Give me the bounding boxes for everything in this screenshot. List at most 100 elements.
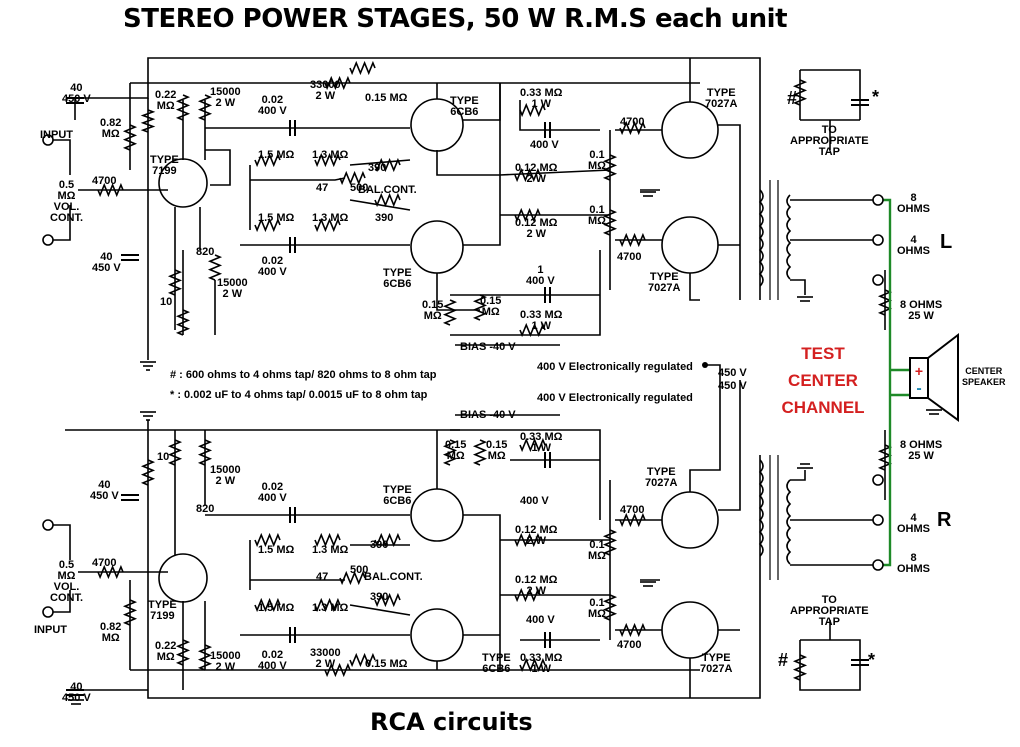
center-speaker-label: CENTER SPEAKER xyxy=(962,366,1006,388)
resistor-symbol xyxy=(97,182,124,198)
top-t7027b-line-2: 7027A xyxy=(648,282,681,294)
top-r10-line-1: 10 xyxy=(160,296,173,308)
top-r4700-in-line-1: 4700 xyxy=(92,175,117,187)
top-r012a-line-1: 0.12 MΩ xyxy=(515,162,558,174)
bottom-r820-label: 820 xyxy=(196,504,214,515)
bottom-r01b-line-1: 0.1 xyxy=(589,597,605,609)
bottom-ohm4-line-2: OHMS xyxy=(897,523,930,535)
output-transformers xyxy=(758,189,792,565)
top-c400b-line-2: 400 V xyxy=(526,275,555,287)
center-speaker-line-1: CENTER xyxy=(965,366,1003,376)
resistor-symbol xyxy=(472,439,488,466)
bottom-r15000a-line-1: 15000 xyxy=(210,464,241,476)
resistor-symbol xyxy=(792,79,808,106)
resistor-symbol xyxy=(374,192,401,208)
top-r13b-line-1: 1.3 MΩ xyxy=(312,212,349,224)
bottom-r390a-line-1: 390 xyxy=(370,539,389,551)
top-c40b-line-1: 40 xyxy=(100,251,113,263)
bottom-r4700b-label: 4700 xyxy=(617,640,641,651)
top-t7199-line-1: TYPE xyxy=(150,154,179,166)
top-vol-line-1: 0.5 xyxy=(58,179,75,191)
resistor-symbol xyxy=(339,170,366,186)
top-r4700b-line-1: 4700 xyxy=(617,251,642,263)
top-r082-line-2: MΩ xyxy=(101,128,120,140)
bottom-c400b-label: 400 V xyxy=(526,615,555,626)
top-bal-line-1: BAL.CONT. xyxy=(358,184,417,196)
top-c40-line-1: 40 xyxy=(70,82,83,94)
top-r4700b-label: 4700 xyxy=(617,252,641,263)
resistor-symbol xyxy=(514,532,541,548)
bottom-r15a-line-1: 1.5 MΩ xyxy=(258,544,295,556)
top-r500-label: 500 xyxy=(350,183,368,194)
bottom-r13a-line-1: 1.3 MΩ xyxy=(312,544,349,556)
bottom-vol-line-2: MΩ xyxy=(57,570,76,582)
bottom-ohm8-line-1: 8 xyxy=(910,552,917,564)
resistor-symbol xyxy=(619,232,646,248)
top-ohm8-line-2: OHMS xyxy=(897,203,930,215)
resistor-symbol xyxy=(167,269,183,296)
top-r033a-line-1: 0.33 MΩ xyxy=(520,87,563,99)
bottom-ohm4-line-1: 4 xyxy=(910,512,917,524)
bottom-r4700-in-line-1: 4700 xyxy=(92,557,117,569)
resistor-symbol xyxy=(175,639,191,666)
resistor-symbol xyxy=(619,120,646,136)
center-speaker-icon: + - xyxy=(909,332,959,422)
resistor-symbol xyxy=(97,564,124,580)
resistor-symbol xyxy=(122,599,138,626)
bottom-r47-line-1: 47 xyxy=(316,571,329,583)
resistor-symbol xyxy=(314,217,341,233)
resistor-symbol xyxy=(374,592,401,608)
resistor-symbol xyxy=(602,529,618,556)
bottom-r10-label: 10 xyxy=(157,452,169,463)
top-r15b-line-1: 1.5 MΩ xyxy=(258,212,295,224)
bottom-r01b-line-2: MΩ xyxy=(588,608,606,620)
bottom-t6cb6a-line-2: 6CB6 xyxy=(383,495,412,507)
resistor-symbol xyxy=(519,102,546,118)
top-r390b-line-1: 390 xyxy=(375,212,394,224)
bottom-vol-line-4: CONT. xyxy=(50,592,83,604)
top-r01b-line-2: MΩ xyxy=(588,215,606,227)
bottom-vol-line-1: 0.5 xyxy=(58,559,75,571)
resistor-symbol xyxy=(324,662,351,678)
resistor-symbol xyxy=(175,94,191,121)
top-r500-line-1: 500 xyxy=(350,182,369,194)
resistor-symbol xyxy=(619,622,646,638)
bottom-t7027a-line-1: TYPE xyxy=(646,466,676,478)
test-label-line-3: CHANNEL xyxy=(781,398,865,417)
top-r012b-line-1: 0.12 MΩ xyxy=(515,217,558,229)
top-r15000b-line-1: 15000 xyxy=(217,277,248,289)
bottom-r390b-line-1: 390 xyxy=(370,591,389,603)
bottom-r47-label: 47 xyxy=(316,572,328,583)
bottom-bal-label: BAL.CONT. xyxy=(364,572,423,583)
star-marker: * xyxy=(872,87,880,107)
top-to-tap-line-3: TAP xyxy=(818,146,840,158)
resistor-symbol xyxy=(197,439,213,466)
top-r015a-label: 0.15 MΩ xyxy=(365,93,407,104)
top-c400a-line-1: 400 V xyxy=(530,139,559,151)
resistor-symbol xyxy=(349,652,376,668)
resistor-symbol xyxy=(519,437,546,453)
bottom-r015c-line-2: MΩ xyxy=(487,450,506,462)
